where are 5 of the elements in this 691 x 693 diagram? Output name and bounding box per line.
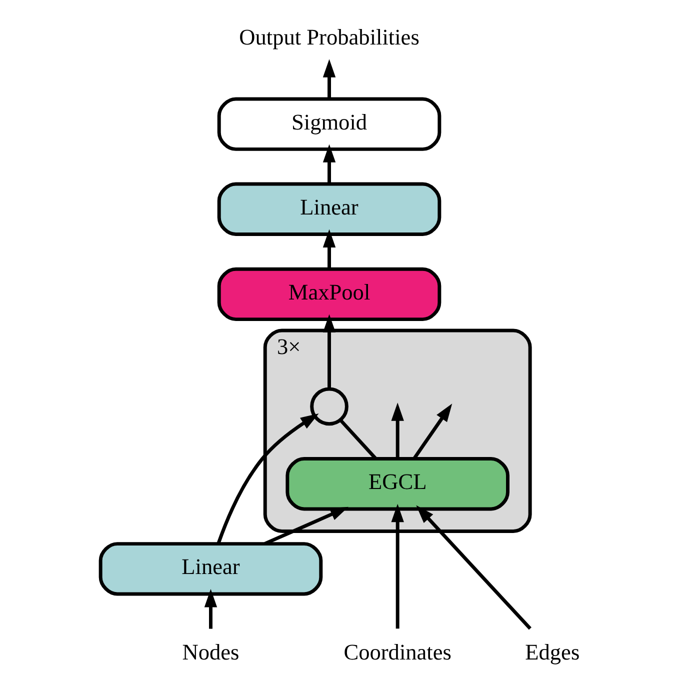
- node-label: 3×: [276, 334, 300, 359]
- node-text: Nodes: [182, 639, 239, 664]
- node-text: Edges: [524, 639, 580, 664]
- node-text: Output Probabilities: [238, 24, 419, 50]
- node-text: Coordinates: [343, 639, 451, 664]
